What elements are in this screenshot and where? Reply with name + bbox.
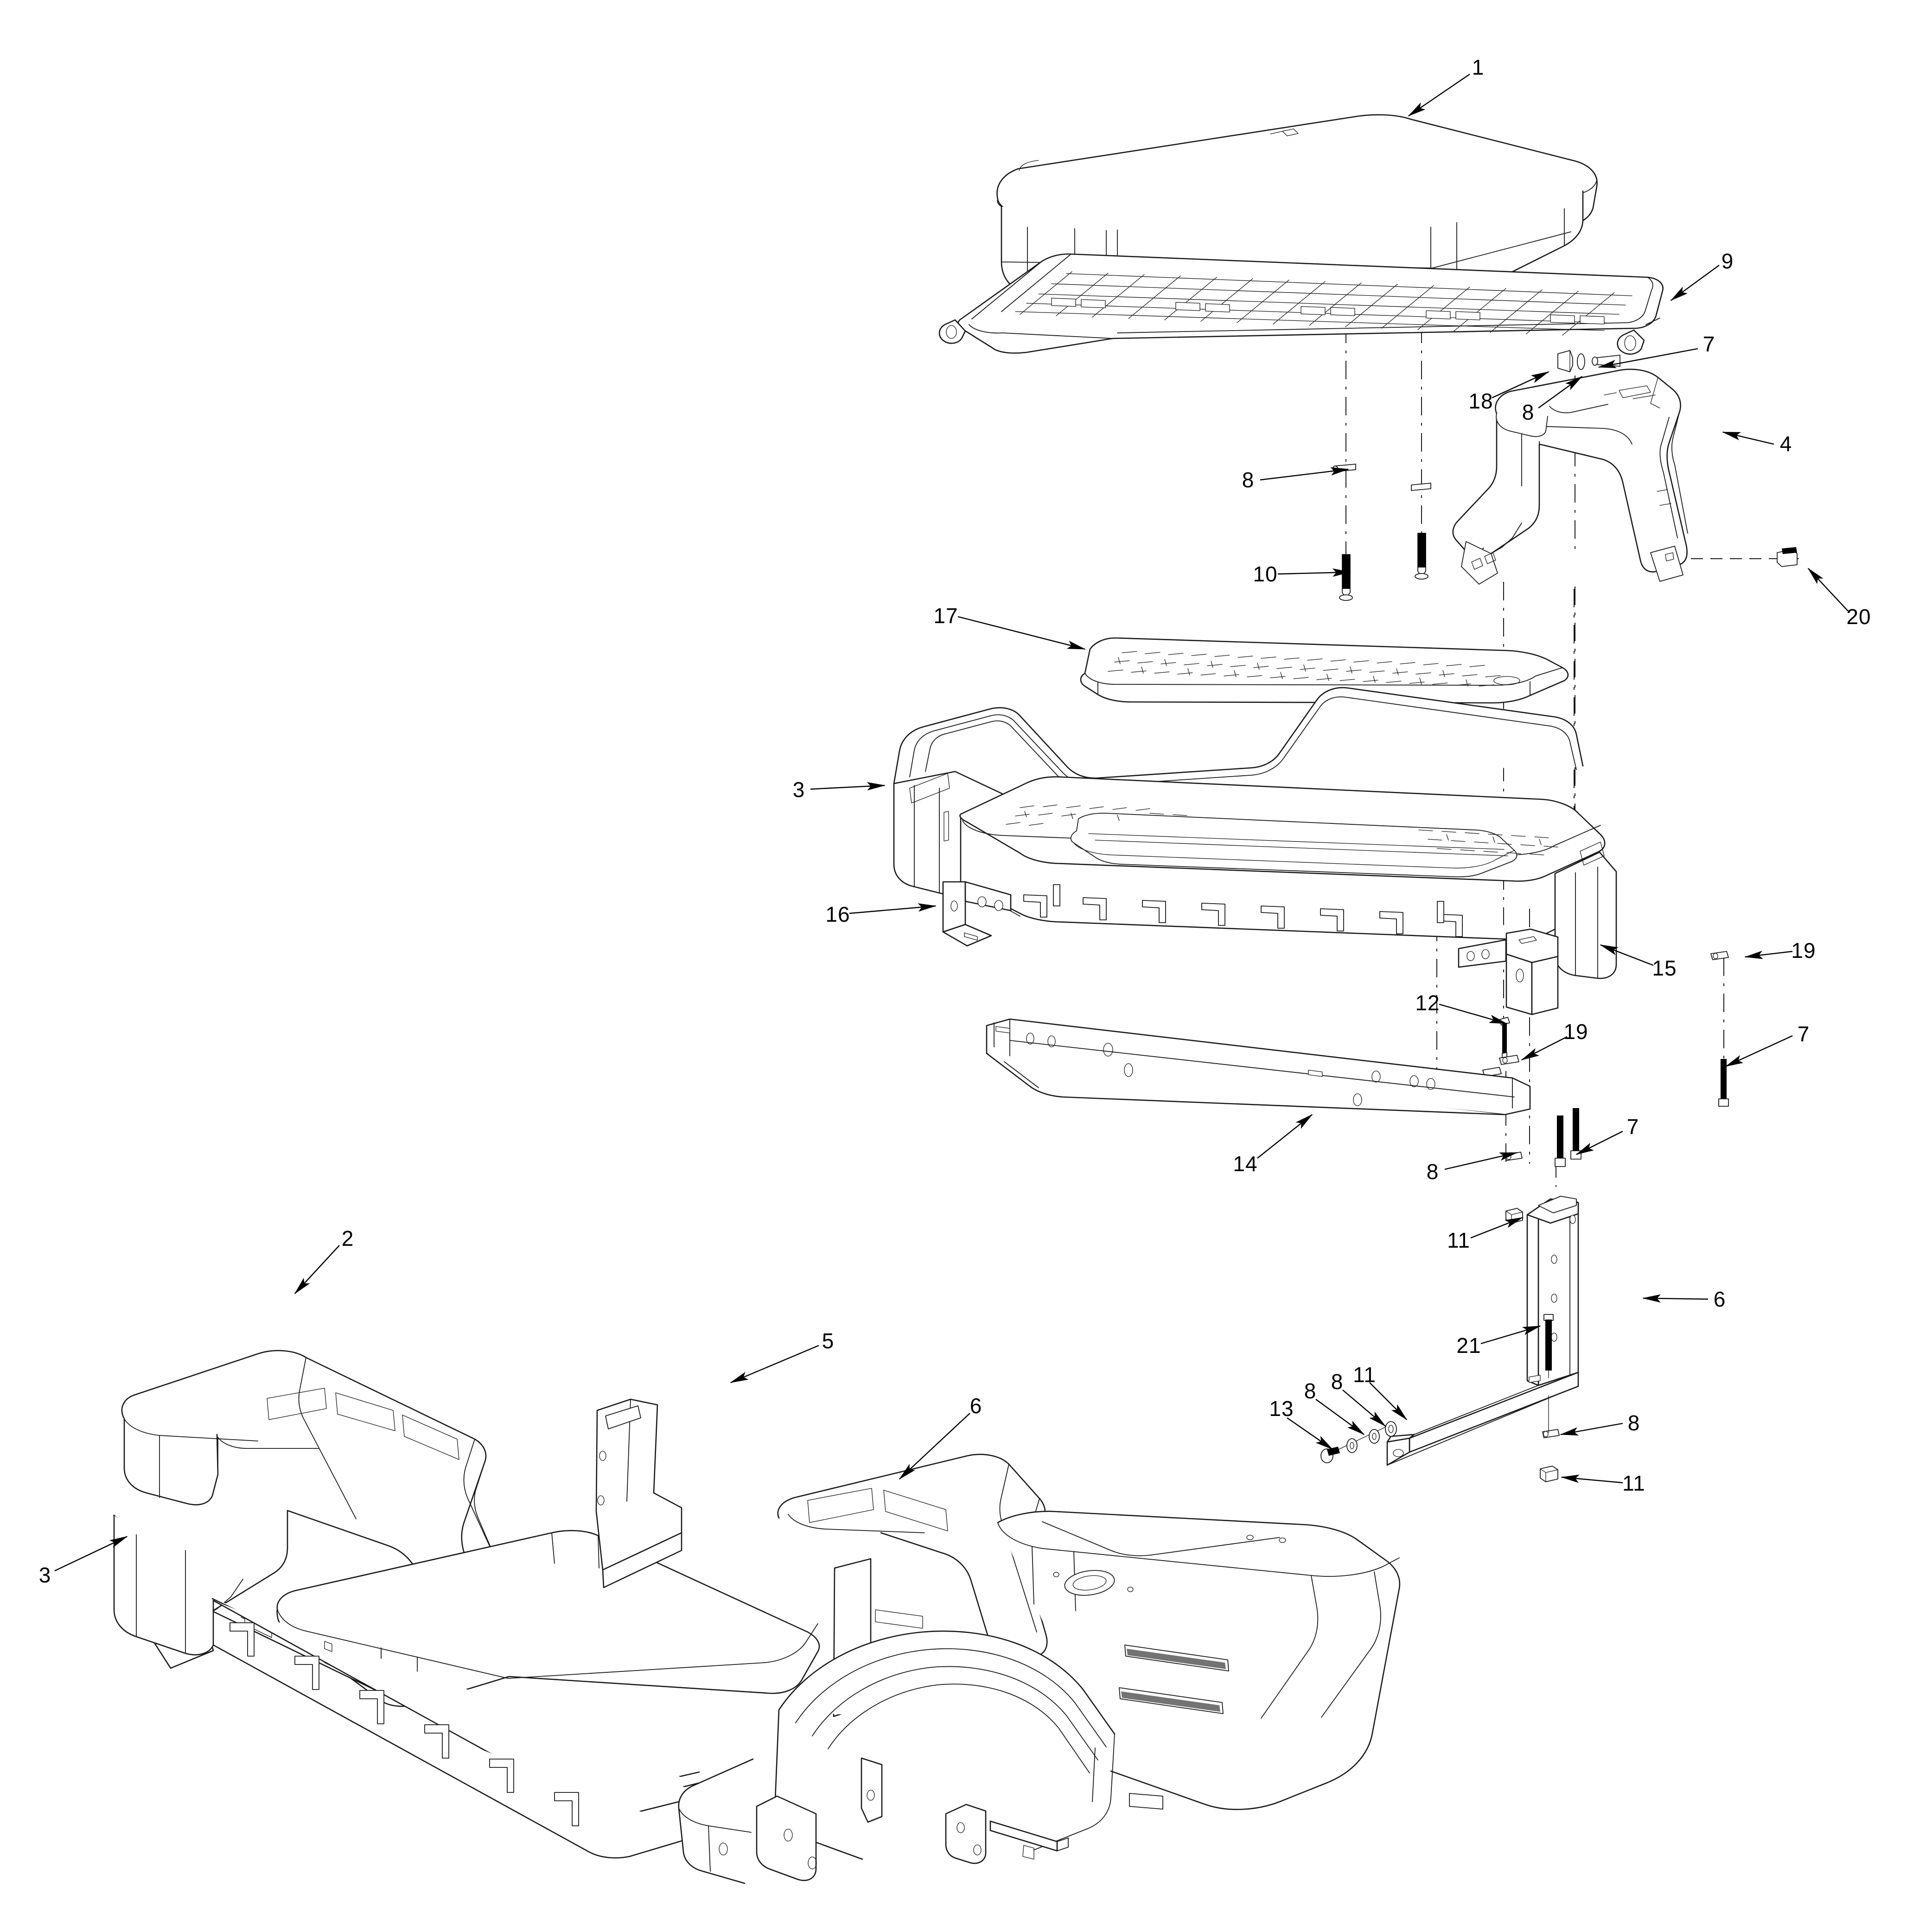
- fastener-column-mid: [1411, 483, 1431, 580]
- seat-back-post: [595, 1398, 682, 1588]
- bolt-right-long: [1718, 1059, 1729, 1107]
- callout-7a: 7: [1702, 332, 1715, 356]
- skirt-tabs: [1023, 884, 1463, 937]
- lock-washer-right: [1710, 951, 1729, 960]
- callout-17: 17: [933, 604, 958, 628]
- long-bolt: [1543, 1314, 1554, 1378]
- callout-19a: 19: [1791, 938, 1816, 963]
- fastener-column-left: [1333, 464, 1356, 601]
- callout-7c: 7: [1626, 1115, 1639, 1139]
- armrest-right: [1452, 369, 1688, 585]
- callout-8a: 8: [1522, 400, 1535, 424]
- callout-19b: 19: [1563, 1020, 1588, 1044]
- callout-11b: 11: [1353, 1363, 1376, 1387]
- callout-4: 4: [1779, 432, 1792, 456]
- callout-11a: 11: [1447, 1228, 1470, 1252]
- lock-washer-mid: [1482, 1055, 1519, 1077]
- hardware-row-bottom: [1320, 1421, 1397, 1463]
- shell-front-tabs: [230, 1622, 579, 1826]
- callout-8d: 8: [1304, 1379, 1317, 1403]
- callout-1: 1: [1472, 55, 1485, 79]
- seat-pan-frame: [938, 253, 1664, 355]
- bolt-pair: [1555, 1108, 1581, 1167]
- callout-3b: 3: [38, 1563, 51, 1587]
- seat-base-shell: [893, 687, 1617, 979]
- callout-8c: 8: [1426, 1160, 1439, 1184]
- mount-bracket: [942, 881, 1012, 947]
- pivot-hardware-upper: [1557, 350, 1620, 372]
- leader-lines: [54, 74, 1849, 1572]
- callout-2: 2: [341, 1226, 354, 1250]
- callout-20: 20: [1846, 605, 1871, 629]
- callout-10: 10: [1253, 562, 1278, 586]
- hinge-bracket: [1458, 928, 1559, 1015]
- callout-11c: 11: [1622, 1471, 1645, 1495]
- callout-9: 9: [1721, 249, 1734, 273]
- callout-14: 14: [1233, 1152, 1258, 1176]
- plug-cap: [1777, 547, 1798, 567]
- callout-5: 5: [822, 1329, 835, 1353]
- callout-21: 21: [1456, 1333, 1481, 1358]
- callout-8b: 8: [1242, 468, 1255, 492]
- callout-3a: 3: [792, 778, 805, 802]
- callout-16: 16: [825, 902, 850, 926]
- callout-18: 18: [1468, 389, 1493, 413]
- callout-8f: 8: [1627, 1411, 1640, 1435]
- callout-12: 12: [1415, 991, 1440, 1015]
- callout-15: 15: [1652, 956, 1677, 980]
- callout-13: 13: [1269, 1396, 1294, 1421]
- callout-8e: 8: [1331, 1370, 1344, 1394]
- vehicle-body: [113, 1350, 1401, 1884]
- seat-support-rail: [986, 1018, 1531, 1116]
- callout-6b: 6: [969, 1394, 982, 1418]
- floor-mat: [1080, 637, 1569, 704]
- callout-7b: 7: [1797, 1022, 1810, 1046]
- callout-6a: 6: [1713, 1287, 1726, 1311]
- washer-nut-right: [1540, 1395, 1560, 1482]
